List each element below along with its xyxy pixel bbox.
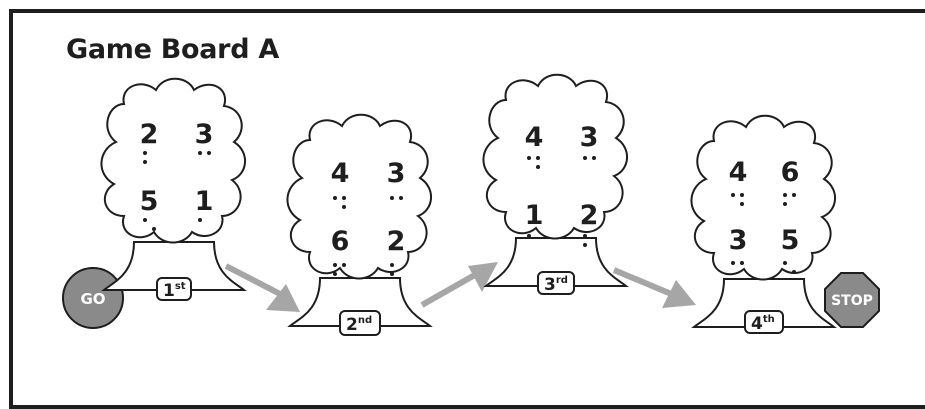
arrow-3-to-4 xyxy=(612,267,696,308)
braille-cell xyxy=(333,196,346,209)
path-arrows xyxy=(224,262,696,312)
braille-number: 2 xyxy=(580,200,599,231)
go-label: GO xyxy=(80,290,105,308)
tree-4: 4 6 3 5 4th xyxy=(690,114,837,334)
braille-number: 3 xyxy=(195,119,214,150)
number-tile: 1 xyxy=(195,186,214,222)
arrow-2-to-3 xyxy=(420,262,498,308)
number-tile: 1 xyxy=(525,200,544,238)
number-tile: 3 xyxy=(195,119,214,155)
tree-canopy xyxy=(286,113,433,280)
braille-cell xyxy=(390,196,403,200)
braille-cell xyxy=(198,218,202,222)
braille-number: 5 xyxy=(781,225,800,256)
number-tile: 2 xyxy=(140,119,159,164)
board-title: Game Board A xyxy=(66,34,279,65)
tree-canopy xyxy=(482,73,629,240)
ordinal-label: 1st xyxy=(163,281,186,301)
braille-number: 3 xyxy=(729,225,748,256)
number-tile: 3 xyxy=(387,158,406,200)
braille-number: 4 xyxy=(331,158,350,189)
braille-number: 3 xyxy=(580,122,599,153)
braille-cell xyxy=(527,234,531,238)
tree-2: 4 3 6 2 2nd xyxy=(286,113,433,336)
go-sign: GO xyxy=(62,267,124,329)
braille-number: 1 xyxy=(525,200,544,231)
ordinal-label: 4th xyxy=(751,314,775,334)
number-tile: 3 xyxy=(729,225,748,265)
braille-cell xyxy=(583,234,587,247)
braille-cell xyxy=(143,218,156,231)
stop-label: STOP xyxy=(831,293,873,309)
number-tile: 5 xyxy=(781,225,800,274)
tree-1: 2 3 5 1 1st xyxy=(100,77,247,301)
number-tile: 4 xyxy=(331,158,350,209)
braille-number: 1 xyxy=(195,186,214,217)
braille-cell xyxy=(143,151,147,164)
tree-trunk xyxy=(691,278,837,328)
number-tile: 5 xyxy=(140,186,159,231)
ordinal-label: 2nd xyxy=(346,315,372,335)
braille-number: 6 xyxy=(781,157,800,188)
braille-cell xyxy=(783,261,796,274)
tree-trunk xyxy=(287,277,433,327)
number-tile: 4 xyxy=(525,122,544,169)
ordinal-label: 3rd xyxy=(544,275,568,295)
braille-number: 2 xyxy=(140,119,159,150)
braille-cell xyxy=(390,263,394,276)
tree-canopy xyxy=(100,77,247,244)
number-tile: 6 xyxy=(781,157,800,206)
ordinal-tag xyxy=(537,271,575,295)
number-tile: 4 xyxy=(729,157,748,206)
braille-number: 5 xyxy=(140,186,159,217)
braille-number: 3 xyxy=(387,158,406,189)
number-tile: 3 xyxy=(580,122,599,160)
ordinal-tag xyxy=(744,310,784,334)
braille-cell xyxy=(527,156,540,169)
number-tile: 2 xyxy=(580,200,599,247)
number-tile: 6 xyxy=(331,226,350,276)
braille-number: 4 xyxy=(729,157,748,188)
braille-number: 4 xyxy=(525,122,544,153)
braille-cell xyxy=(731,193,744,206)
ordinal-tag xyxy=(339,310,381,336)
braille-number: 2 xyxy=(387,226,406,257)
braille-cell xyxy=(198,151,211,155)
braille-cell xyxy=(583,156,596,160)
tree-canopy xyxy=(690,114,837,281)
tree-trunk xyxy=(101,241,247,291)
ordinal-tag xyxy=(156,277,192,301)
braille-cell xyxy=(783,193,796,206)
tree-3: 4 3 1 2 3rd xyxy=(482,73,629,295)
stop-sign: STOP xyxy=(824,272,880,328)
arrow-1-to-2 xyxy=(224,263,300,312)
number-tile: 2 xyxy=(387,226,406,276)
game-board: GO STOP 2 3 5 1 1st 4 xyxy=(62,73,880,336)
braille-number: 6 xyxy=(331,226,350,257)
tree-trunk xyxy=(483,237,629,287)
braille-cell xyxy=(333,263,346,276)
braille-cell xyxy=(731,261,744,265)
